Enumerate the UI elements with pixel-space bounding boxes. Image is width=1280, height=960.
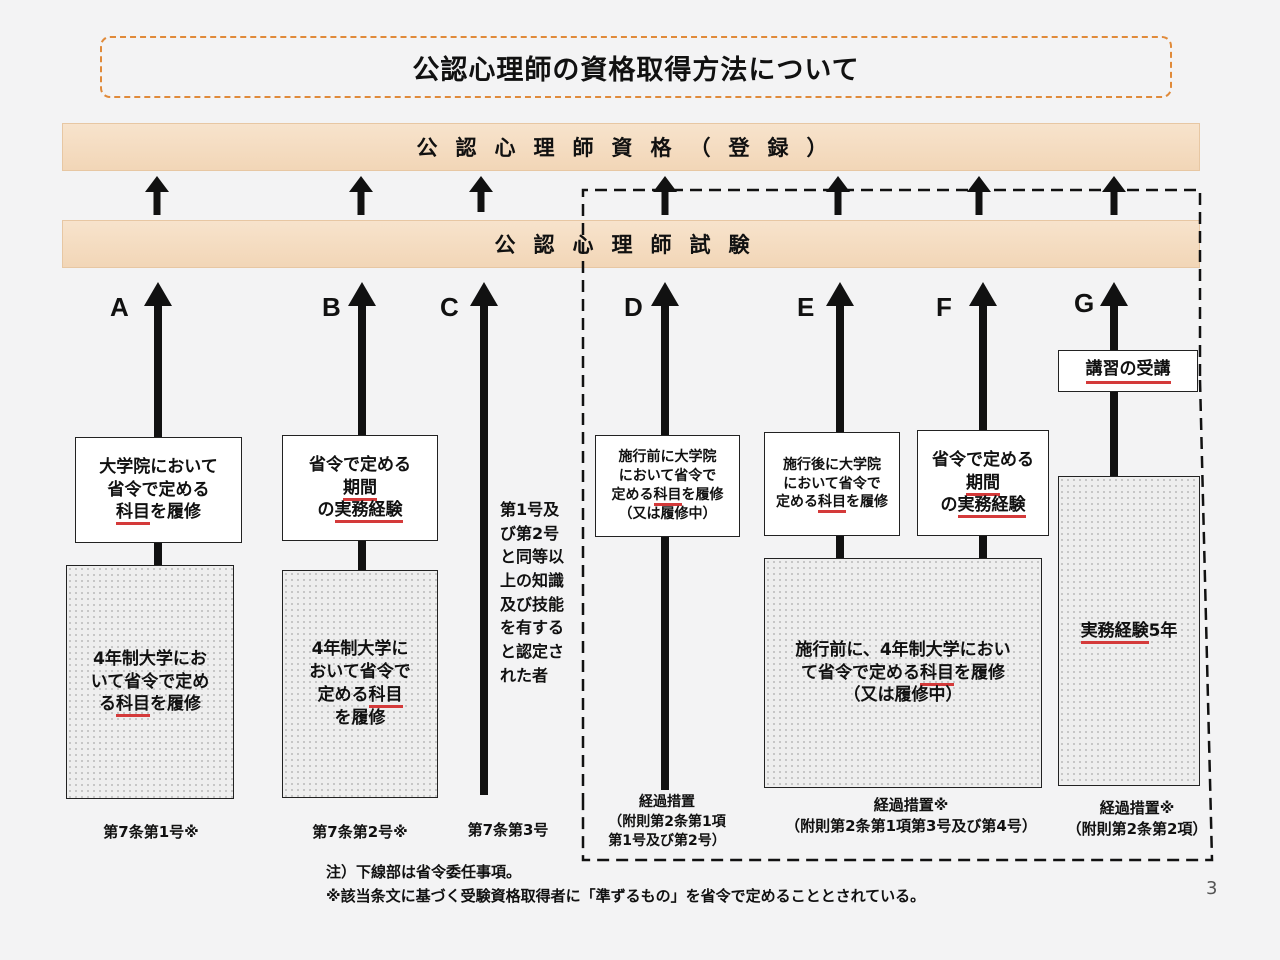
route-c-text: 第1号及 び第2号 と同等以 上の知識 及び技能 を有する と認定さ れた者	[500, 500, 565, 685]
page-number: 3	[1206, 878, 1218, 899]
text-line: 施行後に大学院	[783, 456, 881, 473]
text-line: 省令で定める	[107, 479, 210, 500]
text-line: 大学院において	[99, 456, 218, 477]
qualification-band: 公認心理師資格（登録）	[62, 123, 1200, 171]
text-line: （附則第2条第1項第3号及び第4号）	[785, 817, 1037, 835]
text-line: おいて省令で	[309, 662, 411, 683]
route-e-grad-box: 施行後に大学院 において省令で 定める科目を履修	[764, 432, 900, 536]
route-g-training-box: 講習の受講	[1058, 350, 1198, 392]
underlined-term: 科目	[919, 662, 954, 686]
route-letter-e: E	[797, 292, 815, 322]
text-line: の	[940, 495, 958, 516]
route-b-experience-box: 省令で定める 期間 の実務経験	[282, 435, 438, 541]
text-line: を履修	[150, 502, 201, 523]
route-g-experience-box: 実務経験5年	[1058, 476, 1200, 786]
text-line: （附則第2条第2項）	[1066, 820, 1208, 838]
text-line: （附則第2条第1項	[608, 813, 726, 830]
text-line: いて省令で定め	[90, 671, 210, 692]
text-line: 経過措置※	[1099, 799, 1175, 817]
footnotes: 注）下線部は省令委任事項。 ※該当条文に基づく受験資格取得者に「準ずるもの」を省…	[326, 860, 925, 908]
transitional-region-border	[581, 188, 1214, 862]
text-line: の	[317, 500, 335, 521]
route-letter-c: C	[440, 292, 459, 322]
footnote-1: 注）下線部は省令委任事項。	[326, 863, 522, 881]
text-line: （又は履修中）	[618, 505, 717, 522]
route-b-article: 第7条第2号※	[312, 823, 408, 841]
route-a-grad-box: 大学院において 省令で定める 科目を履修	[75, 437, 242, 543]
route-letter-g: G	[1074, 288, 1095, 318]
text-line: 第1号及び第2号）	[608, 833, 726, 850]
text-line: において省令で	[783, 475, 881, 492]
underlined-term: 期間	[343, 477, 377, 501]
text-line: 施行前に、4年制大学におい	[795, 639, 1011, 660]
underlined-term: 科目	[116, 694, 150, 718]
underlined-term: 科目	[368, 685, 403, 708]
underlined-term: 科目	[116, 502, 150, 526]
text-line: 省令で定める	[309, 454, 411, 475]
text-line: 定める	[317, 685, 369, 705]
text-line: において省令で	[618, 468, 717, 485]
text-line: 経過措置※	[873, 796, 949, 814]
underlined-term: 科目	[653, 487, 682, 506]
text-line: て省令で定める	[800, 662, 920, 683]
qualification-band-label: 公認心理師資格（登録）	[416, 136, 846, 160]
text-line: 定める	[611, 487, 654, 503]
underlined-term: 期間	[966, 472, 1000, 496]
route-d-grad-box: 施行前に大学院 において省令で 定める科目を履修 （又は履修中）	[595, 435, 740, 537]
page-title-text: 公認心理師の資格取得方法について	[412, 54, 860, 86]
route-d-article: 経過措置 （附則第2条第1項 第1号及び第2号）	[592, 793, 742, 852]
route-f-experience-box: 省令で定める 期間 の実務経験	[917, 430, 1049, 536]
text-line: （又は履修中）	[843, 685, 963, 706]
route-letter-d: D	[624, 292, 643, 322]
text-line: 経過措置	[639, 794, 695, 810]
text-line: 定める	[776, 494, 818, 511]
route-letter-a: A	[110, 292, 129, 322]
text-line: を履修	[334, 707, 386, 728]
underlined-term: 実務経験	[334, 500, 403, 524]
underlined-term: 講習の受講	[1085, 358, 1171, 384]
route-letter-f: F	[936, 292, 952, 322]
text-line: を履修	[846, 494, 888, 511]
route-ef-article: 経過措置※ （附則第2条第1項第3号及び第4号）	[770, 795, 1052, 837]
text-line: 4年制大学にお	[93, 648, 207, 669]
route-g-article: 経過措置※ （附則第2条第2項）	[1062, 798, 1212, 840]
text-line: 4年制大学に	[311, 639, 409, 660]
text-line: 省令で定める	[932, 449, 1034, 470]
route-c-article: 第7条第3号	[467, 821, 549, 839]
text-line: を履修	[681, 487, 724, 503]
page-title: 公認心理師の資格取得方法について	[100, 36, 1172, 98]
text-line: 5年	[1148, 620, 1178, 641]
text-line: 施行前に大学院	[618, 449, 717, 466]
underlined-term: 科目	[818, 494, 846, 514]
text-line: を履修	[150, 694, 201, 715]
exam-band-label: 公認心理師試験	[494, 233, 768, 257]
underlined-term: 実務経験	[957, 495, 1026, 519]
underlined-term: 実務経験	[1080, 620, 1149, 644]
text-line: る	[99, 694, 116, 715]
route-a-univ-box: 4年制大学にお いて省令で定め る科目を履修	[66, 565, 234, 799]
route-b-univ-box: 4年制大学に おいて省令で 定める科目 を履修	[282, 570, 438, 798]
route-letter-b: B	[322, 292, 341, 322]
exam-band: 公認心理師試験	[62, 220, 1200, 268]
text-line: を履修	[953, 662, 1005, 683]
route-ef-univ-box: 施行前に、4年制大学におい て省令で定める科目を履修 （又は履修中）	[764, 558, 1042, 788]
route-a-article: 第7条第1号※	[103, 823, 199, 841]
footnote-2: ※該当条文に基づく受験資格取得者に「準ずるもの」を省令で定めることとされている。	[326, 887, 926, 905]
